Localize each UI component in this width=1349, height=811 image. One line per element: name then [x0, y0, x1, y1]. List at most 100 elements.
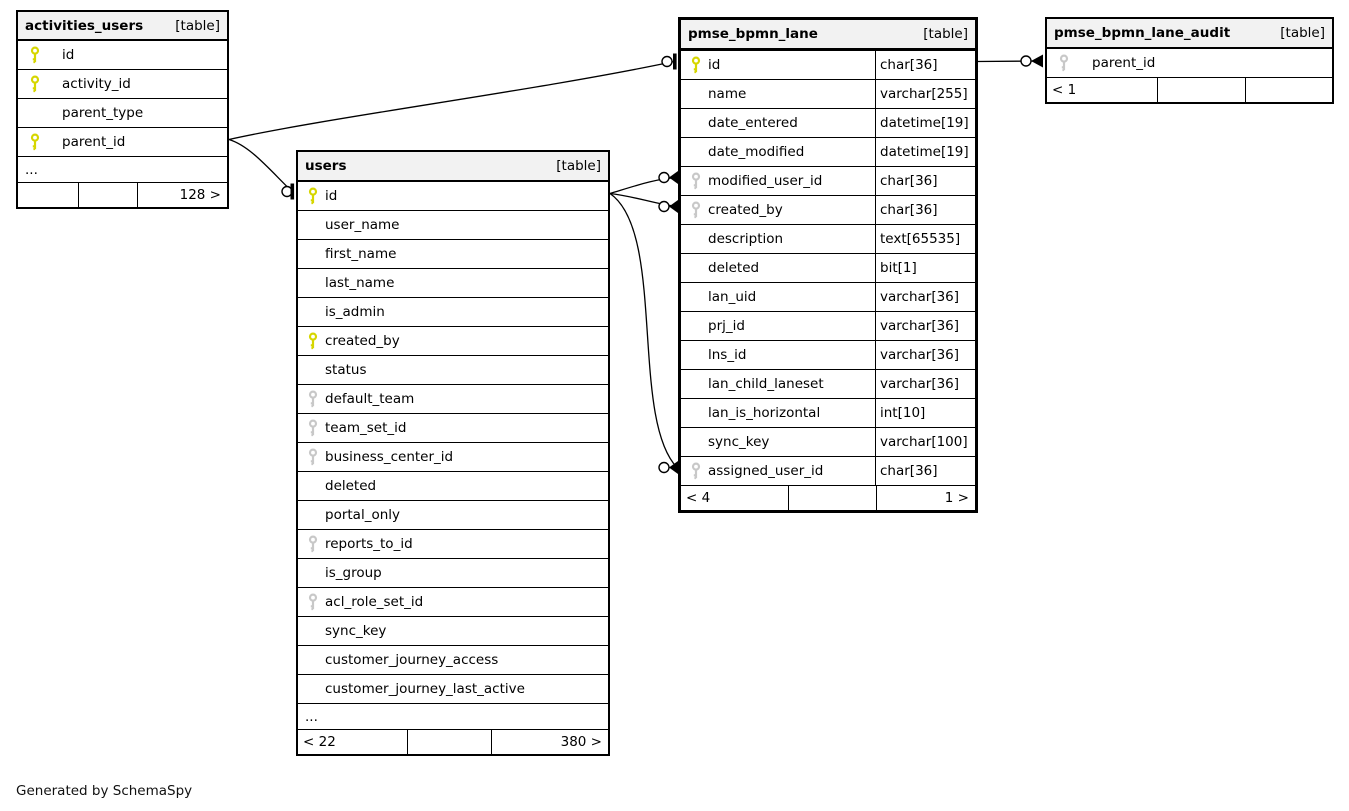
column-row-activity_id: activity_id	[18, 69, 227, 98]
column-row-sync_key: sync_key	[298, 616, 608, 645]
column-row-parent_id: parent_id	[1047, 48, 1332, 77]
table-header[interactable]: pmse_bpmn_lane_audit [table]	[1047, 19, 1332, 48]
many-marker-icon	[669, 200, 678, 213]
one-marker	[290, 183, 295, 200]
column-row-status: status	[298, 355, 608, 384]
column-name: reports_to_id	[325, 536, 413, 552]
footer-children-count	[18, 183, 78, 207]
table-pmse_bpmn_lane_audit: pmse_bpmn_lane_audit [table] parent_id < 1	[1045, 17, 1334, 104]
footer-children-count: < 1	[1052, 82, 1077, 98]
table-header[interactable]: activities_users [table]	[18, 12, 227, 40]
table-name[interactable]: users	[305, 158, 347, 174]
column-type: datetime[19]	[875, 138, 975, 166]
column-name: id	[62, 47, 75, 63]
footer-parents-count: 1 >	[876, 486, 975, 510]
foreign-key-icon	[307, 535, 319, 553]
column-name: status	[325, 362, 367, 378]
column-name: deleted	[325, 478, 377, 494]
column-type: varchar[36]	[875, 341, 975, 369]
column-name: is_group	[325, 565, 382, 581]
column-name: customer_journey_last_active	[325, 681, 525, 697]
column-name: lns_id	[708, 347, 747, 363]
zero-marker	[1020, 55, 1032, 67]
column-name: assigned_user_id	[708, 463, 824, 479]
zero-marker	[658, 461, 670, 474]
column-name: created_by	[325, 333, 400, 349]
column-row-lns_id: lns_id varchar[36]	[681, 340, 975, 369]
column-type: varchar[36]	[875, 312, 975, 340]
column-name: sync_key	[325, 623, 387, 639]
table-type-badge: [table]	[175, 17, 220, 34]
footer-middle-cell	[407, 730, 491, 754]
column-row-parent_type: parent_type	[18, 98, 227, 127]
column-name: deleted	[708, 260, 760, 276]
footer-middle-cell	[788, 486, 876, 510]
footer-middle-cell	[1157, 78, 1245, 102]
column-name: parent_id	[62, 134, 126, 150]
foreign-key-icon	[690, 172, 702, 190]
column-row-date_entered: date_entered datetime[19]	[681, 108, 975, 137]
table-name[interactable]: pmse_bpmn_lane	[688, 26, 818, 42]
column-name: id	[708, 57, 721, 73]
column-name: description	[708, 231, 784, 247]
table-name[interactable]: activities_users	[25, 17, 144, 34]
column-name: portal_only	[325, 507, 401, 523]
relationship-line-users-to-modified-user-id	[609, 176, 678, 195]
generated-by-text: Generated by SchemaSpy	[16, 783, 193, 799]
column-name: sync_key	[708, 434, 770, 450]
column-type: datetime[19]	[875, 109, 975, 137]
column-row-default_team: default_team	[298, 384, 608, 413]
column-name: business_center_id	[325, 449, 454, 465]
primary-key-icon	[29, 133, 41, 151]
table-header[interactable]: pmse_bpmn_lane[table]	[681, 20, 975, 50]
column-name: team_set_id	[325, 420, 407, 436]
primary-key-icon	[307, 332, 319, 350]
footer-parents-count: 128 >	[137, 183, 227, 207]
one-marker	[673, 53, 677, 70]
column-name: lan_is_horizontal	[708, 405, 821, 421]
column-row-is_group: is_group	[298, 558, 608, 587]
footer-middle-cell	[78, 183, 137, 207]
foreign-key-icon	[307, 419, 319, 437]
table-footer: 128 >	[18, 182, 227, 207]
column-name: acl_role_set_id	[325, 594, 424, 610]
column-type: char[36]	[875, 196, 975, 224]
many-marker-icon	[1031, 54, 1043, 68]
zero-marker	[658, 171, 670, 184]
relationship-line-users-to-assigned-user-id	[609, 192, 678, 468]
column-name: lan_uid	[708, 289, 757, 305]
column-name: date_entered	[708, 115, 798, 131]
primary-key-icon	[307, 187, 319, 205]
footer-parents-count	[1245, 78, 1332, 102]
column-name: activity_id	[62, 76, 131, 92]
column-row-acl_role_set_id: acl_role_set_id	[298, 587, 608, 616]
column-name: is_admin	[325, 304, 385, 320]
column-type: char[36]	[875, 457, 975, 485]
column-row-reports_to_id: reports_to_id	[298, 529, 608, 558]
many-marker-icon	[669, 171, 678, 184]
column-name: date_modified	[708, 144, 805, 160]
column-row-business_center_id: business_center_id	[298, 442, 608, 471]
column-row-first_name: first_name	[298, 239, 608, 268]
column-name: lan_child_laneset	[708, 376, 824, 392]
relationship-line-lane-to-audit	[976, 60, 1044, 63]
table-name[interactable]: pmse_bpmn_lane_audit	[1054, 25, 1231, 41]
column-type: char[36]	[875, 167, 975, 195]
table-footer: < 1	[1047, 77, 1332, 102]
foreign-key-icon	[690, 462, 702, 480]
column-row-deleted: deleted	[298, 471, 608, 500]
column-row-customer_journey_last_active: customer_journey_last_active	[298, 674, 608, 703]
table-header[interactable]: users[table]	[298, 152, 608, 181]
column-name: first_name	[325, 246, 397, 262]
column-name: user_name	[325, 217, 400, 233]
table-type-badge: [table]	[1280, 25, 1325, 41]
column-name: parent_type	[62, 105, 144, 121]
